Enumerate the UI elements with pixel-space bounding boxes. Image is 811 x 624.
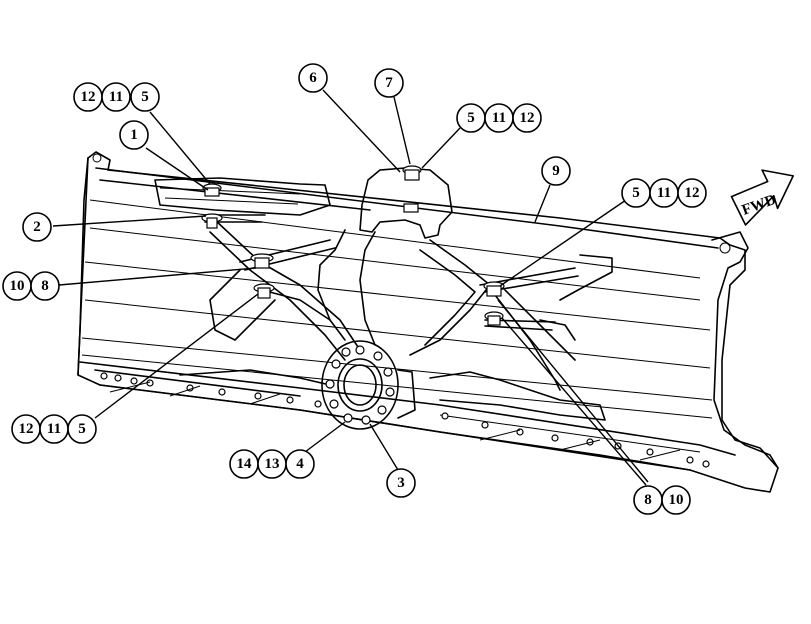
callout-14: 14 — [229, 449, 259, 479]
callout-5: 5 — [621, 178, 651, 208]
svg-text:12: 12 — [19, 421, 34, 437]
svg-text:11: 11 — [657, 185, 671, 201]
svg-text:6: 6 — [309, 70, 317, 86]
pivot-pins — [201, 165, 505, 326]
forward-direction-arrow: FWD — [730, 169, 794, 226]
svg-text:13: 13 — [265, 456, 280, 472]
svg-text:8: 8 — [644, 492, 652, 508]
callout-2: 2 — [22, 212, 52, 242]
svg-text:10: 10 — [669, 492, 684, 508]
svg-text:5: 5 — [141, 89, 149, 105]
callout-5: 5 — [456, 103, 486, 133]
pin-center-top — [402, 165, 422, 213]
callout-4: 4 — [285, 449, 315, 479]
svg-text:1: 1 — [130, 127, 138, 143]
callout-7: 7 — [374, 68, 404, 98]
callout-group-8-10-right: 8 10 — [633, 485, 691, 515]
callout-group-14-13-4: 14 13 4 — [229, 449, 315, 479]
callout-group-5-11-12-right: 5 11 12 — [621, 178, 707, 208]
svg-text:12: 12 — [685, 185, 700, 201]
callout-5: 5 — [67, 414, 97, 444]
callout-6: 6 — [298, 63, 328, 93]
pin-left-middle — [250, 253, 275, 299]
svg-text:5: 5 — [632, 185, 640, 201]
callout-12: 12 — [73, 82, 103, 112]
callout-group-12-11-5-bottom: 12 11 5 — [11, 414, 97, 444]
pin-upper-left — [201, 183, 223, 229]
svg-text:11: 11 — [47, 421, 61, 437]
callout-11: 11 — [649, 178, 679, 208]
leader-lines — [52, 89, 649, 486]
callout-13: 13 — [257, 449, 287, 479]
callout-8: 8 — [633, 485, 663, 515]
callout-11: 11 — [39, 414, 69, 444]
callout-11: 11 — [484, 103, 514, 133]
callout-group-12-11-5-top: 12 11 5 — [73, 82, 160, 112]
callout-10: 10 — [661, 485, 691, 515]
svg-text:7: 7 — [385, 75, 393, 91]
svg-text:4: 4 — [296, 456, 304, 472]
callout-5: 5 — [130, 82, 160, 112]
callout-3: 3 — [386, 468, 416, 498]
center-hub — [321, 340, 416, 430]
callout-1: 1 — [119, 120, 149, 150]
callout-group-5-11-12-mid: 5 11 12 — [456, 103, 542, 133]
svg-text:3: 3 — [397, 475, 405, 491]
svg-text:2: 2 — [33, 219, 41, 235]
callout-12: 12 — [11, 414, 41, 444]
svg-text:5: 5 — [78, 421, 86, 437]
svg-text:9: 9 — [552, 163, 560, 179]
callout-8: 8 — [30, 271, 60, 301]
svg-text:5: 5 — [467, 110, 475, 126]
callout-12: 12 — [677, 178, 707, 208]
svg-text:11: 11 — [492, 110, 506, 126]
callout-9: 9 — [541, 156, 571, 186]
svg-text:14: 14 — [237, 456, 253, 472]
svg-text:10: 10 — [10, 278, 25, 294]
svg-text:12: 12 — [520, 110, 535, 126]
callout-group-10-8-left: 10 8 — [2, 271, 60, 301]
svg-text:8: 8 — [41, 278, 49, 294]
callout-11: 11 — [101, 82, 131, 112]
svg-text:11: 11 — [109, 89, 123, 105]
callout-12: 12 — [512, 103, 542, 133]
svg-text:12: 12 — [81, 89, 96, 105]
pin-right — [483, 281, 505, 326]
callout-10: 10 — [2, 271, 32, 301]
